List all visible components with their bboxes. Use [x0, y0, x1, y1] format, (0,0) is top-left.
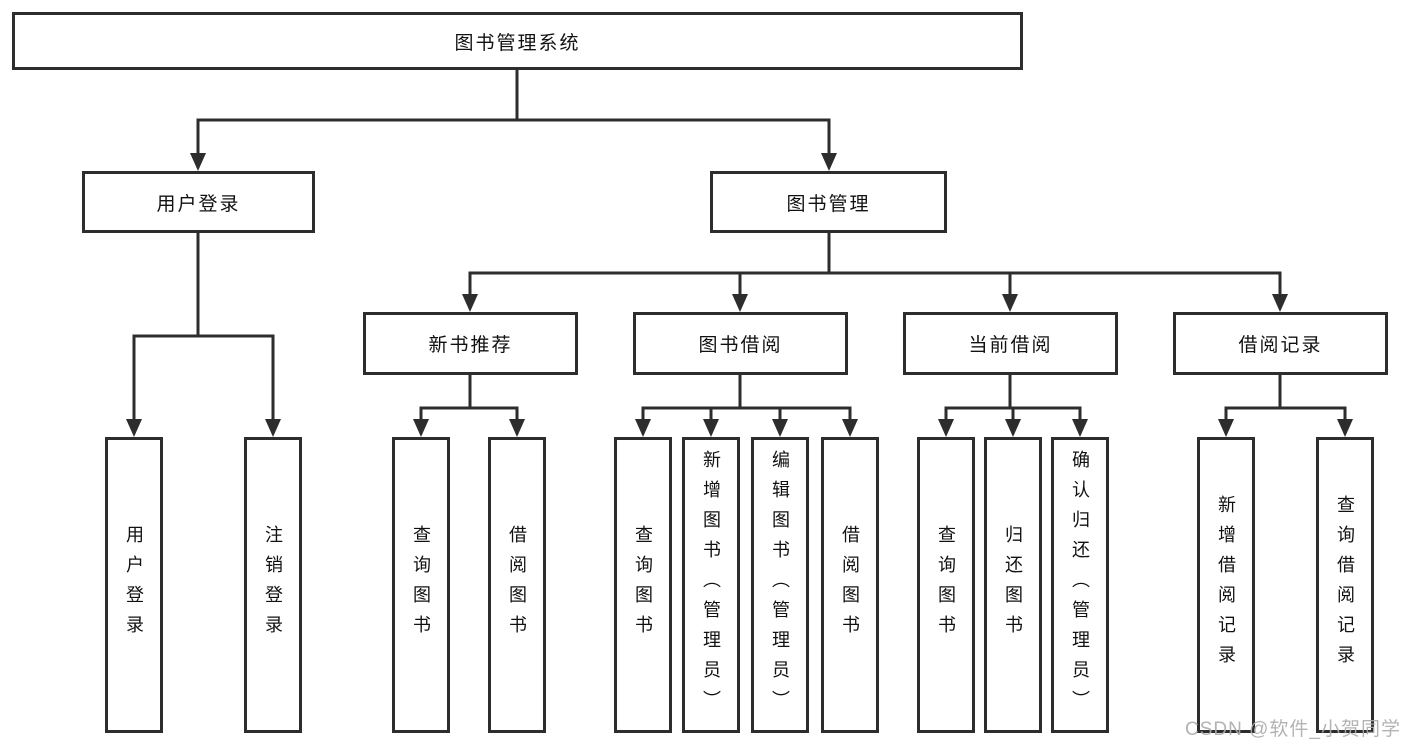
node-book-management: 图书管理 — [710, 171, 947, 233]
node-current-borrowing: 当前借阅 — [903, 312, 1118, 375]
leaf-user-login: 用户登录 — [105, 437, 163, 733]
leaf-recommend-query-books-label: 查询图书 — [411, 525, 431, 645]
node-library-system: 图书管理系统 — [12, 12, 1023, 70]
leaf-borrowing-edit-books-admin-label: 编辑图书（管理员） — [770, 450, 790, 720]
node-new-book-recommend: 新书推荐 — [363, 312, 578, 375]
leaf-borrowing-query-books: 查询图书 — [614, 437, 672, 733]
node-book-management-label: 图书管理 — [786, 193, 871, 215]
arrowheads — [126, 153, 1353, 437]
leaf-recommend-borrow-books: 借阅图书 — [488, 437, 546, 733]
leaf-current-return-books-label: 归还图书 — [1003, 525, 1023, 645]
leaf-user-login-label: 用户登录 — [124, 525, 144, 645]
node-borrow-records-label: 借阅记录 — [1238, 335, 1323, 356]
leaf-borrowing-borrow-books-label: 借阅图书 — [840, 525, 860, 645]
leaf-borrowing-edit-books-admin: 编辑图书（管理员） — [751, 437, 809, 733]
node-book-borrowing: 图书借阅 — [633, 312, 848, 375]
node-book-borrowing-label: 图书借阅 — [698, 335, 783, 356]
leaf-borrowing-borrow-books: 借阅图书 — [821, 437, 879, 733]
node-user-login-label: 用户登录 — [156, 193, 241, 215]
node-library-system-label: 图书管理系统 — [454, 32, 581, 54]
leaf-recommend-borrow-books-label: 借阅图书 — [507, 525, 527, 645]
node-new-book-recommend-label: 新书推荐 — [428, 335, 513, 356]
node-borrow-records: 借阅记录 — [1173, 312, 1388, 375]
leaf-records-add-record-label: 新增借阅记录 — [1216, 495, 1236, 675]
leaf-records-query-record-label: 查询借阅记录 — [1335, 495, 1355, 675]
node-current-borrowing-label: 当前借阅 — [968, 335, 1053, 356]
leaf-borrowing-query-books-label: 查询图书 — [633, 525, 653, 645]
leaf-current-query-books: 查询图书 — [917, 437, 975, 733]
connector-paths — [132, 70, 1347, 422]
leaf-borrowing-add-books-admin-label: 新增图书（管理员） — [701, 450, 721, 720]
leaf-logout: 注销登录 — [244, 437, 302, 733]
leaf-records-add-record: 新增借阅记录 — [1197, 437, 1255, 733]
leaf-recommend-query-books: 查询图书 — [392, 437, 450, 733]
leaf-current-confirm-return-admin: 确认归还（管理员） — [1051, 437, 1109, 733]
leaf-current-confirm-return-admin-label: 确认归还（管理员） — [1070, 450, 1090, 720]
node-user-login: 用户登录 — [82, 171, 315, 233]
leaf-borrowing-add-books-admin: 新增图书（管理员） — [682, 437, 740, 733]
leaf-current-query-books-label: 查询图书 — [936, 525, 956, 645]
leaf-logout-label: 注销登录 — [263, 525, 283, 645]
leaf-current-return-books: 归还图书 — [984, 437, 1042, 733]
leaf-records-query-record: 查询借阅记录 — [1316, 437, 1374, 733]
